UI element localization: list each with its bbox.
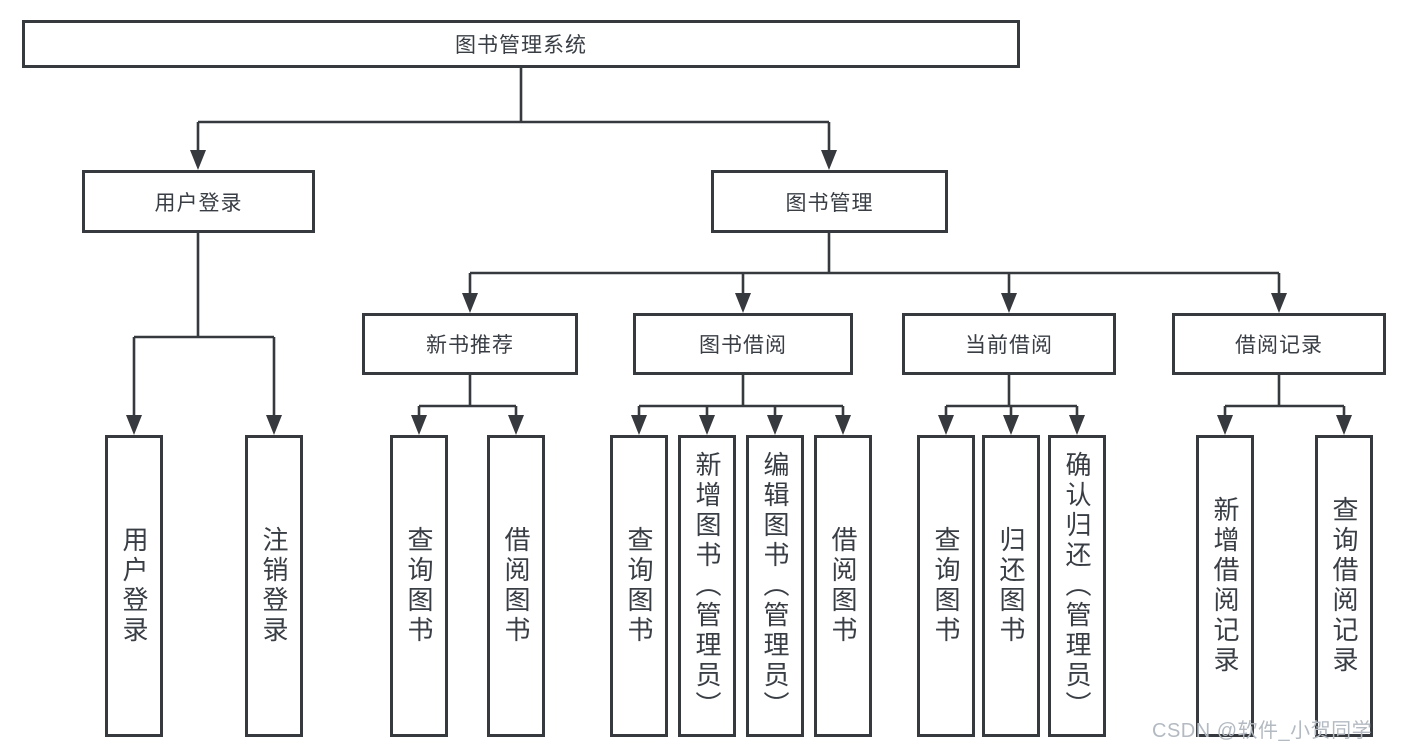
leaf-borrow-query-books: 查询图书 <box>610 435 668 737</box>
node-book-management-branch: 图书管理 <box>711 170 948 233</box>
node-borrow-records: 借阅记录 <box>1172 313 1386 375</box>
arrowhead <box>266 415 282 435</box>
connector-user-login-to-leaves <box>126 233 282 435</box>
node-label: 编辑图书（管理员） <box>760 451 790 721</box>
arrowhead <box>1003 415 1019 435</box>
arrowhead <box>1069 415 1085 435</box>
arrowhead <box>462 293 478 313</box>
leaf-borrow-books: 借阅图书 <box>814 435 872 737</box>
arrowhead <box>1271 293 1287 313</box>
arrowhead <box>938 415 954 435</box>
node-book-borrow: 图书借阅 <box>633 313 853 375</box>
node-label: 新增借阅记录 <box>1210 496 1240 676</box>
connector-borrow-records-to-leaves <box>1217 375 1352 435</box>
node-label: 新书推荐 <box>426 334 514 357</box>
arrowhead <box>1217 415 1233 435</box>
leaf-recommend-query-books: 查询图书 <box>390 435 448 737</box>
node-label: 借阅图书 <box>501 526 531 646</box>
arrowhead <box>1001 293 1017 313</box>
leaf-confirm-return-admin: 确认归还（管理员） <box>1048 435 1106 737</box>
node-label: 借阅记录 <box>1235 334 1323 357</box>
node-current-borrow: 当前借阅 <box>902 313 1116 375</box>
arrowhead <box>821 150 837 170</box>
node-label: 图书管理系统 <box>455 34 587 57</box>
arrowhead <box>835 415 851 435</box>
node-label: 查询借阅记录 <box>1329 496 1359 676</box>
arrowhead <box>735 293 751 313</box>
node-label: 用户登录 <box>154 191 243 215</box>
leaf-add-books-admin: 新增图书（管理员） <box>678 435 736 737</box>
connector-root-to-level2 <box>190 68 837 170</box>
arrowhead <box>126 415 142 435</box>
leaf-user-login: 用户登录 <box>105 435 163 737</box>
node-label: 确认归还（管理员） <box>1062 451 1092 721</box>
arrowhead <box>631 415 647 435</box>
node-label: 查询图书 <box>404 526 434 646</box>
arrowhead <box>411 415 427 435</box>
node-label: 用户登录 <box>119 526 149 646</box>
arrowhead <box>767 415 783 435</box>
connector-book-management-to-level3 <box>462 233 1287 313</box>
csdn-watermark: CSDN @软件_小贺同学 <box>1152 720 1373 742</box>
node-label: 图书管理 <box>785 191 874 215</box>
arrowhead <box>190 150 206 170</box>
arrowhead <box>1336 415 1352 435</box>
node-root-library-system: 图书管理系统 <box>22 20 1020 68</box>
leaf-logout: 注销登录 <box>245 435 303 737</box>
node-label: 查询图书 <box>931 526 961 646</box>
node-label: 查询图书 <box>624 526 654 646</box>
node-label: 归还图书 <box>996 526 1026 646</box>
leaf-edit-books-admin: 编辑图书（管理员） <box>746 435 804 737</box>
node-label: 当前借阅 <box>965 334 1053 357</box>
leaf-add-borrow-record: 新增借阅记录 <box>1196 435 1254 737</box>
arrowhead <box>699 415 715 435</box>
node-label: 借阅图书 <box>828 526 858 646</box>
node-label: 新增图书（管理员） <box>692 451 722 721</box>
connector-new-book-recommend-to-leaves <box>411 375 524 435</box>
node-user-login-branch: 用户登录 <box>82 170 315 233</box>
leaf-return-books: 归还图书 <box>982 435 1040 737</box>
leaf-recommend-borrow-books: 借阅图书 <box>487 435 545 737</box>
arrowhead <box>508 415 524 435</box>
leaf-current-query-books: 查询图书 <box>917 435 975 737</box>
connector-book-borrow-to-leaves <box>631 375 851 435</box>
leaf-query-borrow-record: 查询借阅记录 <box>1315 435 1373 737</box>
connector-current-borrow-to-leaves <box>938 375 1085 435</box>
node-new-book-recommend: 新书推荐 <box>362 313 578 375</box>
node-label: 注销登录 <box>259 526 289 646</box>
node-label: 图书借阅 <box>699 334 787 357</box>
